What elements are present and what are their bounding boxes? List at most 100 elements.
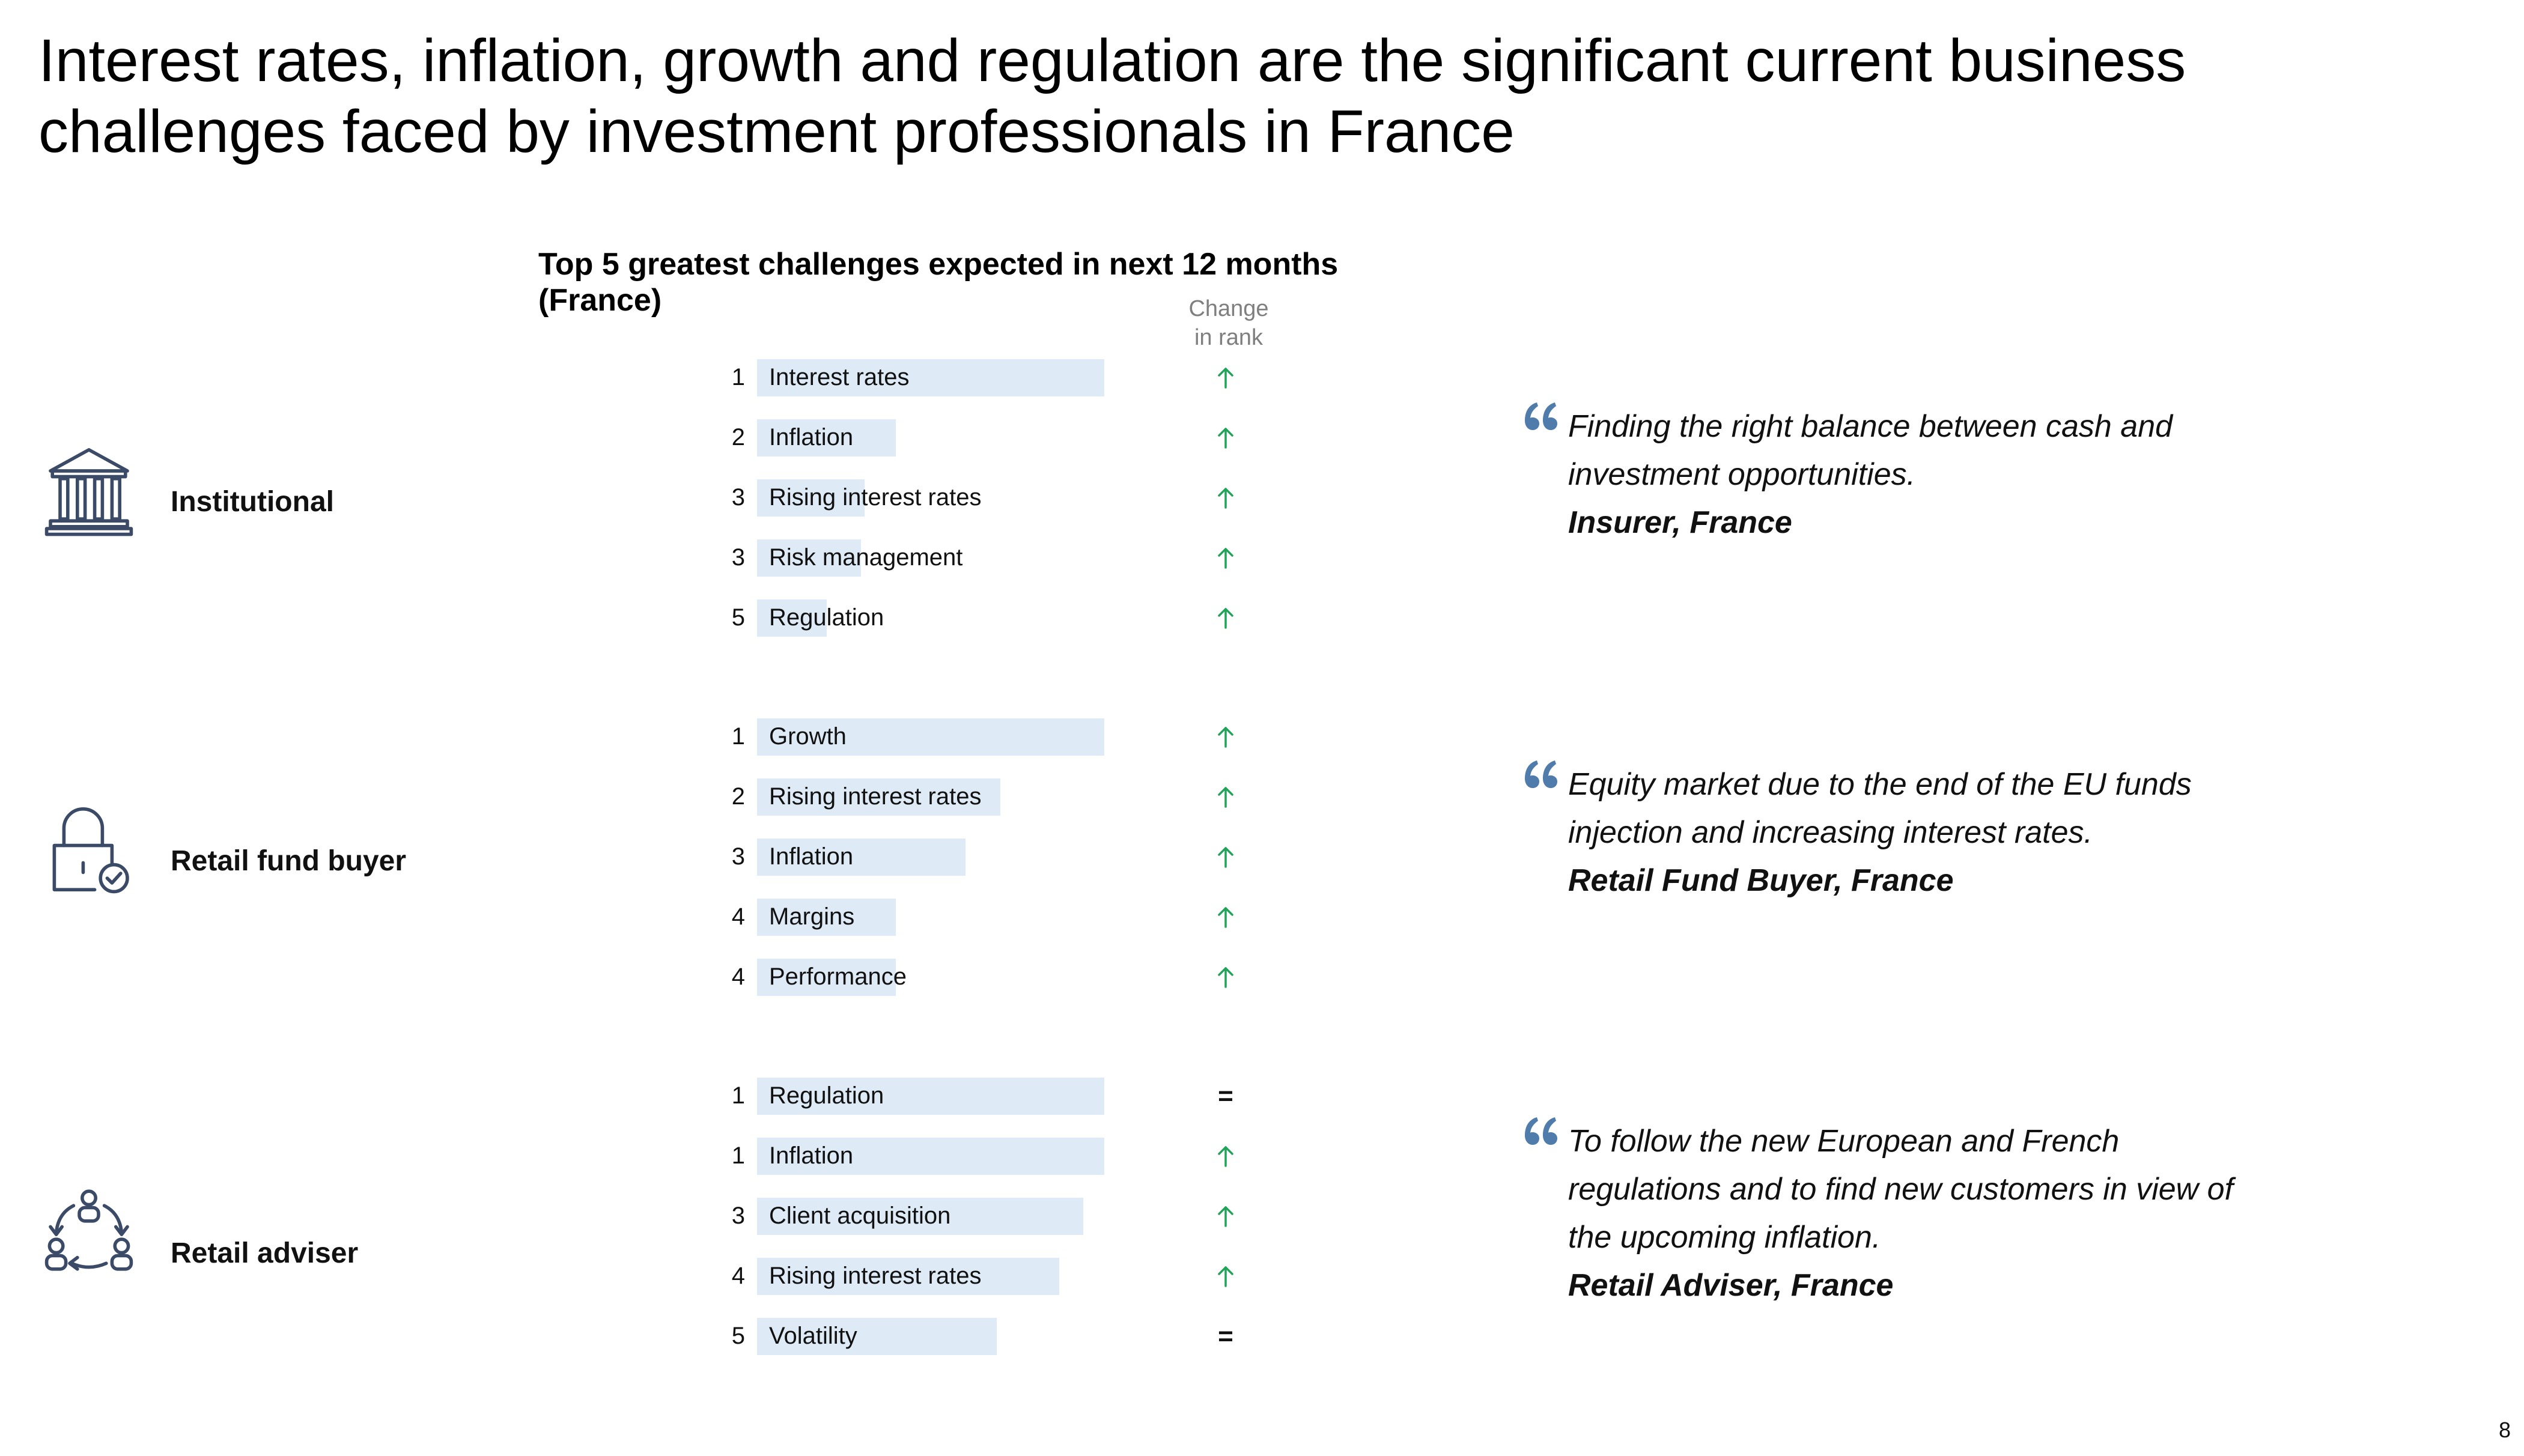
challenge-label: Inflation	[769, 1142, 854, 1169]
challenge-bar	[757, 839, 966, 876]
rank-number: 2	[731, 783, 745, 810]
arrow-up-icon	[1218, 727, 1233, 748]
rank-number: 2	[731, 424, 745, 450]
segment-label: Institutional	[171, 486, 334, 518]
rank-change-indicator	[1208, 1198, 1244, 1235]
arrow-up-icon	[1218, 1266, 1233, 1287]
rank-change-indicator	[1208, 959, 1244, 996]
challenge-label: Interest rates	[769, 364, 910, 390]
challenge-row: 5 Regulation	[0, 599, 2524, 637]
challenge-bar	[757, 1138, 1104, 1175]
challenge-label: Regulation	[769, 604, 884, 631]
challenge-label: Inflation	[769, 424, 854, 450]
rank-number: 3	[731, 484, 745, 511]
arrow-up-icon	[1218, 548, 1233, 569]
challenge-label: Margins	[769, 903, 855, 930]
rank-change-indicator	[1208, 599, 1244, 637]
change-header-line: Change	[1188, 296, 1269, 321]
rank-number: 4	[731, 903, 745, 930]
rank-change-indicator	[1208, 1258, 1244, 1295]
arrow-up-icon	[1218, 368, 1233, 389]
challenge-bar	[757, 899, 896, 936]
challenge-row: 3 Client acquisition	[0, 1198, 2524, 1235]
bank-building-icon	[41, 442, 137, 538]
challenge-bar	[757, 959, 896, 996]
arrow-up-icon	[1218, 608, 1233, 629]
rank-unchanged-symbol: =	[1218, 1321, 1233, 1351]
challenge-row: 3 Rising interest rates	[0, 479, 2524, 517]
arrow-up-icon	[1218, 428, 1233, 449]
segment-label: Retail fund buyer	[171, 845, 407, 877]
rank-number: 4	[731, 963, 745, 990]
challenge-bar	[757, 1318, 997, 1355]
rank-change-indicator	[1208, 1138, 1244, 1175]
challenge-bar	[757, 539, 861, 577]
chart-title: Top 5 greatest challenges expected in ne…	[538, 247, 1339, 318]
rank-number: 1	[731, 1142, 745, 1169]
rank-change-indicator	[1208, 899, 1244, 936]
quote-mark-icon	[1525, 760, 1557, 788]
arrow-up-icon	[1218, 488, 1233, 509]
challenge-label: Risk management	[769, 544, 963, 571]
challenge-bar	[757, 359, 1104, 396]
quote-mark-icon	[1525, 1117, 1557, 1145]
segment-label: Retail adviser	[171, 1237, 359, 1269]
challenge-label: Performance	[769, 963, 907, 990]
challenge-row: 3 Inflation	[0, 839, 2524, 876]
challenge-row: 2 Rising interest rates	[0, 778, 2524, 816]
change-header-line: in rank	[1194, 325, 1264, 350]
challenge-label: Volatility	[769, 1323, 857, 1349]
rank-change-indicator	[1208, 479, 1244, 517]
rank-change-indicator	[1208, 419, 1244, 457]
challenge-bar	[757, 479, 865, 517]
rank-number: 1	[731, 364, 745, 390]
rank-number: 3	[731, 1203, 745, 1229]
change-in-rank-header: Change in rank	[1166, 294, 1292, 352]
challenge-label: Client acquisition	[769, 1203, 951, 1229]
rank-change-indicator	[1208, 359, 1244, 396]
lock-check-icon	[41, 801, 137, 897]
quote-body: Finding the right balance between cash a…	[1568, 402, 2241, 547]
challenge-label: Rising interest rates	[769, 484, 982, 511]
challenge-row: 2 Inflation	[0, 419, 2524, 457]
arrow-up-icon	[1218, 787, 1233, 808]
quote-body: Equity market due to the end of the EU f…	[1568, 760, 2241, 905]
rank-change-indicator: =	[1208, 1078, 1244, 1115]
rank-change-indicator: =	[1208, 1318, 1244, 1355]
quote-text: To follow the new European and French re…	[1568, 1124, 2234, 1255]
rank-change-indicator	[1208, 839, 1244, 876]
rank-number: 1	[731, 1082, 745, 1109]
challenge-label: Growth	[769, 723, 847, 750]
arrow-up-icon	[1218, 967, 1233, 988]
rank-change-indicator	[1208, 718, 1244, 756]
challenge-row: 4 Performance	[0, 959, 2524, 996]
rank-number: 5	[731, 604, 745, 631]
quote-source: Retail Adviser, France	[1568, 1268, 1894, 1303]
quote-source: Retail Fund Buyer, France	[1568, 863, 1954, 898]
challenge-row: 1 Interest rates	[0, 359, 2524, 396]
arrow-up-icon	[1218, 1206, 1233, 1227]
challenge-label: Rising interest rates	[769, 783, 982, 810]
arrow-up-icon	[1218, 907, 1233, 928]
quote-text: Equity market due to the end of the EU f…	[1568, 767, 2192, 850]
quote-mark-icon	[1525, 402, 1557, 430]
challenge-label: Inflation	[769, 843, 854, 870]
rank-change-indicator	[1208, 539, 1244, 577]
challenge-bar	[757, 1078, 1104, 1115]
rank-number: 3	[731, 843, 745, 870]
challenge-bar	[757, 599, 827, 637]
people-cycle-icon	[41, 1185, 137, 1281]
challenge-bar	[757, 1198, 1083, 1235]
challenge-label: Regulation	[769, 1082, 884, 1109]
rank-unchanged-symbol: =	[1218, 1081, 1233, 1111]
arrow-up-icon	[1218, 847, 1233, 868]
challenge-bar	[757, 1258, 1059, 1295]
page-number: 8	[2498, 1418, 2511, 1442]
page-title: Interest rates, inflation, growth and re…	[38, 27, 2186, 165]
challenge-row: 1 Inflation	[0, 1138, 2524, 1175]
rank-change-indicator	[1208, 778, 1244, 816]
quote-source: Insurer, France	[1568, 505, 1792, 540]
